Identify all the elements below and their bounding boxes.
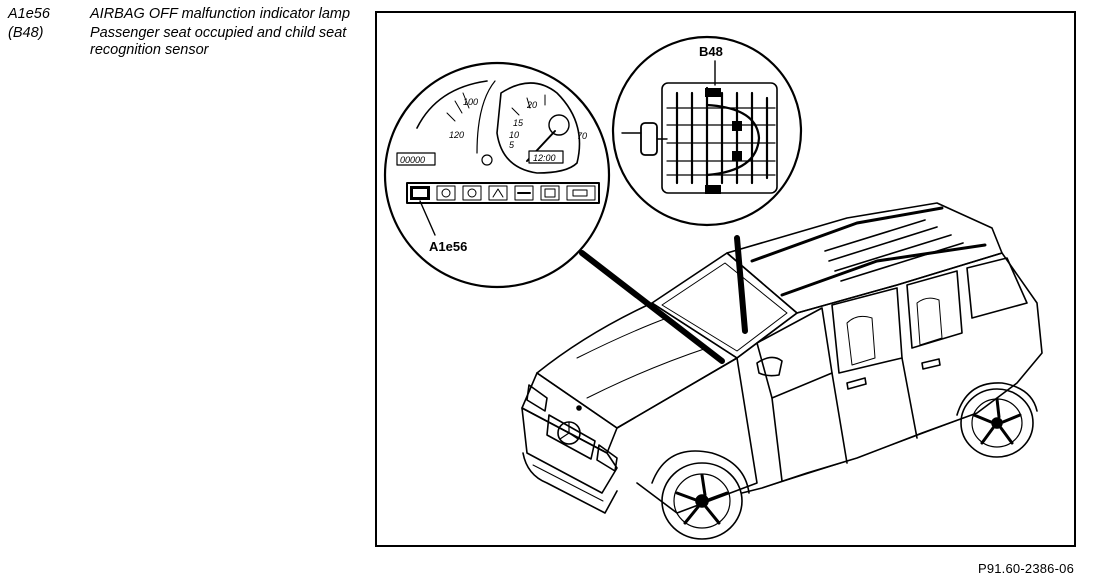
temp-mark: 70 bbox=[577, 131, 587, 141]
odometer-display bbox=[396, 152, 436, 166]
illustration-frame: 100 120 20 15 10 5 70 00000 12:00 bbox=[375, 11, 1076, 547]
speedo-tick-100: 100 bbox=[463, 97, 478, 107]
legend-code: A1e56 bbox=[8, 6, 50, 22]
front-wheel bbox=[661, 462, 743, 540]
vehicle-body bbox=[521, 202, 1043, 540]
odometer-value: 00000 bbox=[400, 155, 425, 165]
legend-description: AIRBAG OFF malfunction indicator lamp bbox=[90, 6, 351, 22]
legend-item-a1e56: A1e56 AIRBAG OFF malfunction indicator l… bbox=[8, 6, 358, 23]
sensor-pointer bbox=[734, 235, 748, 334]
figure-reference: P91.60-2386-06 bbox=[977, 561, 1074, 576]
a1e56-label: A1e56 bbox=[429, 239, 467, 254]
legend: A1e56 AIRBAG OFF malfunction indicator l… bbox=[8, 6, 358, 61]
b48-label: B48 bbox=[699, 44, 723, 59]
dashboard-pointer bbox=[579, 250, 725, 364]
dashboard-callout: 100 120 20 15 10 5 70 00000 12:00 bbox=[383, 61, 611, 289]
legend-code: (B48) bbox=[8, 25, 44, 41]
tacho-tick-5: 5 bbox=[509, 140, 515, 150]
tacho-tick-15: 15 bbox=[513, 118, 524, 128]
speedo-tick-120: 120 bbox=[449, 130, 464, 140]
legend-description: Passenger seat occupied and child seat r… bbox=[90, 25, 347, 58]
tacho-tick-10: 10 bbox=[509, 130, 519, 140]
tacho-tick-20: 20 bbox=[526, 100, 537, 110]
seat-sensor-callout: B48 bbox=[611, 35, 803, 227]
clock-value: 12:00 bbox=[533, 153, 556, 163]
vehicle-illustration: 100 120 20 15 10 5 70 00000 12:00 bbox=[383, 35, 1043, 540]
rear-wheel bbox=[960, 388, 1034, 458]
legend-item-b48: (B48) Passenger seat occupied and child … bbox=[8, 25, 358, 59]
clock-display bbox=[528, 150, 564, 164]
